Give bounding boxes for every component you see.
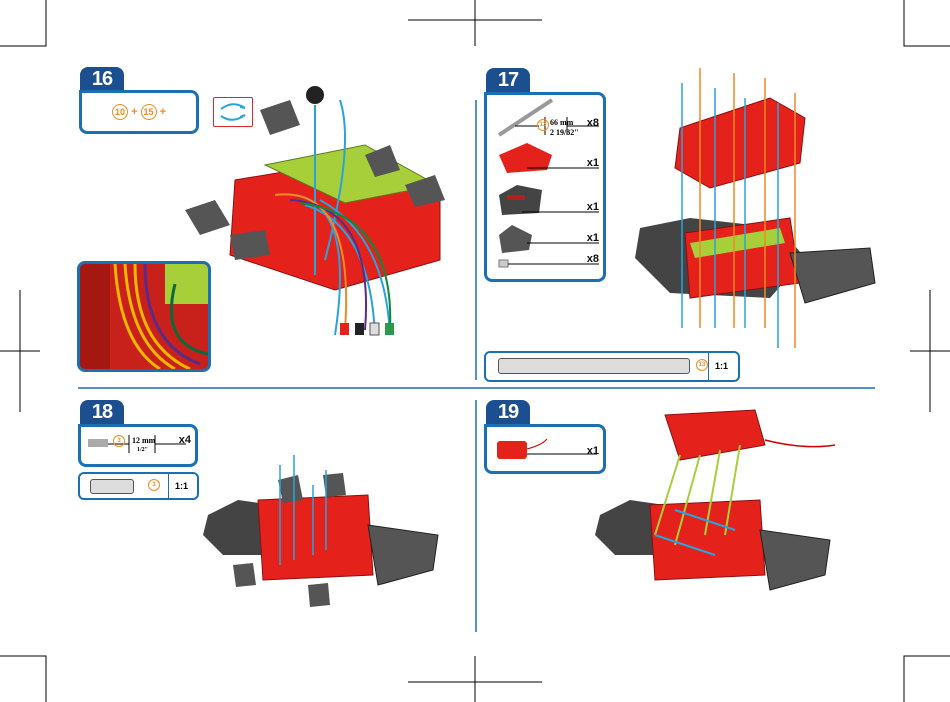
quantity: x1 bbox=[586, 201, 599, 213]
step17-model-illustration bbox=[635, 68, 876, 348]
part-number: 13 bbox=[537, 119, 549, 131]
step-number: 18 bbox=[80, 400, 124, 424]
scale-ratio: 1:1 bbox=[715, 361, 729, 371]
parts-illustrations bbox=[497, 98, 599, 268]
parts-box: 13 66 mm 2 19/32" x8 x1 x1 x1 x8 bbox=[484, 92, 606, 282]
quantity: x4 bbox=[178, 434, 191, 446]
parts-box: x1 bbox=[484, 424, 606, 474]
quantity: x8 bbox=[586, 117, 599, 129]
parts-box: 3 12 mm 1/2" x4 bbox=[78, 424, 198, 467]
plus-sign: + bbox=[131, 106, 138, 118]
part-number: 3 bbox=[113, 435, 125, 447]
plus-sign: + bbox=[159, 106, 167, 118]
quantity: x1 bbox=[586, 157, 599, 169]
length-mm: 66 mm bbox=[550, 118, 574, 127]
scale-box: 3 1:1 bbox=[78, 472, 199, 500]
rotate-swap-icon bbox=[213, 97, 253, 127]
part-number: 3 bbox=[148, 479, 160, 491]
step16-model-illustration bbox=[185, 86, 445, 336]
parts-formula: 10 + 15 + bbox=[112, 104, 166, 120]
parts-box: 10 + 15 + bbox=[79, 90, 199, 134]
screw-1to1-illustration bbox=[90, 479, 134, 494]
screw-1to1-illustration bbox=[498, 358, 690, 374]
scale-box: 13 1:1 bbox=[484, 351, 740, 382]
step19-model-illustration bbox=[595, 409, 836, 591]
step-number: 19 bbox=[486, 400, 530, 424]
scale-ratio: 1:1 bbox=[175, 481, 189, 491]
part-number: 10 bbox=[112, 104, 128, 120]
quantity: x1 bbox=[586, 232, 599, 244]
length-in: 2 19/32" bbox=[550, 128, 579, 137]
quantity: x1 bbox=[586, 445, 599, 457]
part-number: 13 bbox=[696, 359, 708, 371]
step18-model-illustration bbox=[203, 455, 439, 607]
length-mm: 12 mm bbox=[132, 436, 156, 445]
part-number: 15 bbox=[140, 104, 157, 120]
step-number: 16 bbox=[80, 67, 124, 91]
quantity: x8 bbox=[586, 253, 599, 265]
step-number: 17 bbox=[486, 68, 530, 92]
detail-inset bbox=[77, 261, 211, 372]
length-in: 1/2" bbox=[137, 447, 148, 453]
